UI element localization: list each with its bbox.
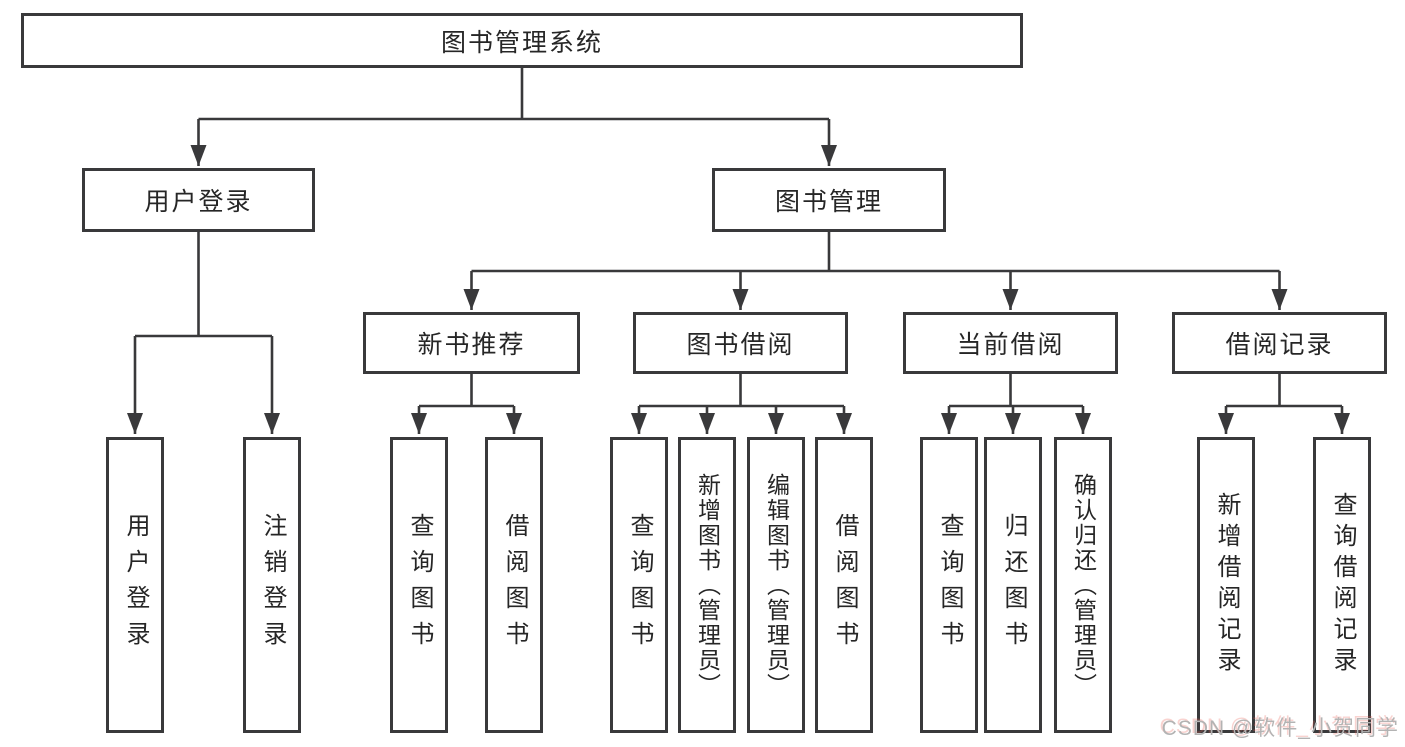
leaf-borrow-book-label: 借阅图书 — [831, 513, 858, 657]
node-user-login: 用户登录 — [82, 168, 315, 232]
node-book-management: 图书管理 — [712, 168, 946, 232]
node-system-root-label: 图书管理系统 — [440, 28, 603, 57]
leaf-edit-book-admin-label: 编辑图书（管理员） — [763, 472, 790, 698]
leaf-user-login-label: 用户登录 — [122, 513, 149, 657]
node-user-login-label: 用户登录 — [144, 188, 253, 216]
csdn-watermark: CSDN @软件_小贺同学 — [1161, 717, 1399, 740]
node-book-borrowing-label: 图书借阅 — [686, 331, 795, 359]
leaf-query-borrow-record: 查询借阅记录 — [1313, 437, 1371, 733]
leaf-query-books-borrow: 查询图书 — [610, 437, 668, 733]
leaf-add-borrow-record: 新增借阅记录 — [1197, 437, 1255, 733]
node-borrow-records-label: 借阅记录 — [1225, 331, 1334, 359]
node-borrow-records: 借阅记录 — [1172, 312, 1387, 374]
leaf-borrow-book: 借阅图书 — [815, 437, 873, 733]
node-book-management-label: 图书管理 — [774, 188, 883, 216]
leaf-return-book: 归还图书 — [984, 437, 1042, 733]
leaf-query-books-borrow-label: 查询图书 — [626, 513, 653, 657]
leaf-query-borrow-record-label: 查询借阅记录 — [1329, 492, 1356, 678]
node-new-book-recommend-label: 新书推荐 — [417, 331, 526, 359]
node-current-borrowing-label: 当前借阅 — [956, 331, 1065, 359]
node-new-book-recommend: 新书推荐 — [363, 312, 580, 374]
node-current-borrowing: 当前借阅 — [903, 312, 1118, 374]
leaf-add-borrow-record-label: 新增借阅记录 — [1213, 492, 1240, 678]
leaf-logout: 注销登录 — [243, 437, 301, 733]
leaf-confirm-return-admin-label: 确认归还（管理员） — [1070, 472, 1097, 698]
leaf-query-books-recommend-label: 查询图书 — [406, 513, 433, 657]
leaf-query-books-recommend: 查询图书 — [390, 437, 448, 733]
node-book-borrowing: 图书借阅 — [633, 312, 848, 374]
leaf-query-books-current-label: 查询图书 — [936, 513, 963, 657]
leaf-add-book-admin-label: 新增图书（管理员） — [694, 472, 721, 698]
leaf-return-book-label: 归还图书 — [1000, 513, 1027, 657]
leaf-query-books-current: 查询图书 — [920, 437, 978, 733]
leaf-add-book-admin: 新增图书（管理员） — [678, 437, 736, 733]
leaf-borrow-books-recommend: 借阅图书 — [485, 437, 543, 733]
leaf-edit-book-admin: 编辑图书（管理员） — [747, 437, 805, 733]
leaf-confirm-return-admin: 确认归还（管理员） — [1054, 437, 1112, 733]
leaf-user-login: 用户登录 — [106, 437, 164, 733]
node-system-root: 图书管理系统 — [21, 13, 1023, 68]
leaf-borrow-books-recommend-label: 借阅图书 — [501, 513, 528, 657]
leaf-logout-label: 注销登录 — [259, 513, 286, 657]
